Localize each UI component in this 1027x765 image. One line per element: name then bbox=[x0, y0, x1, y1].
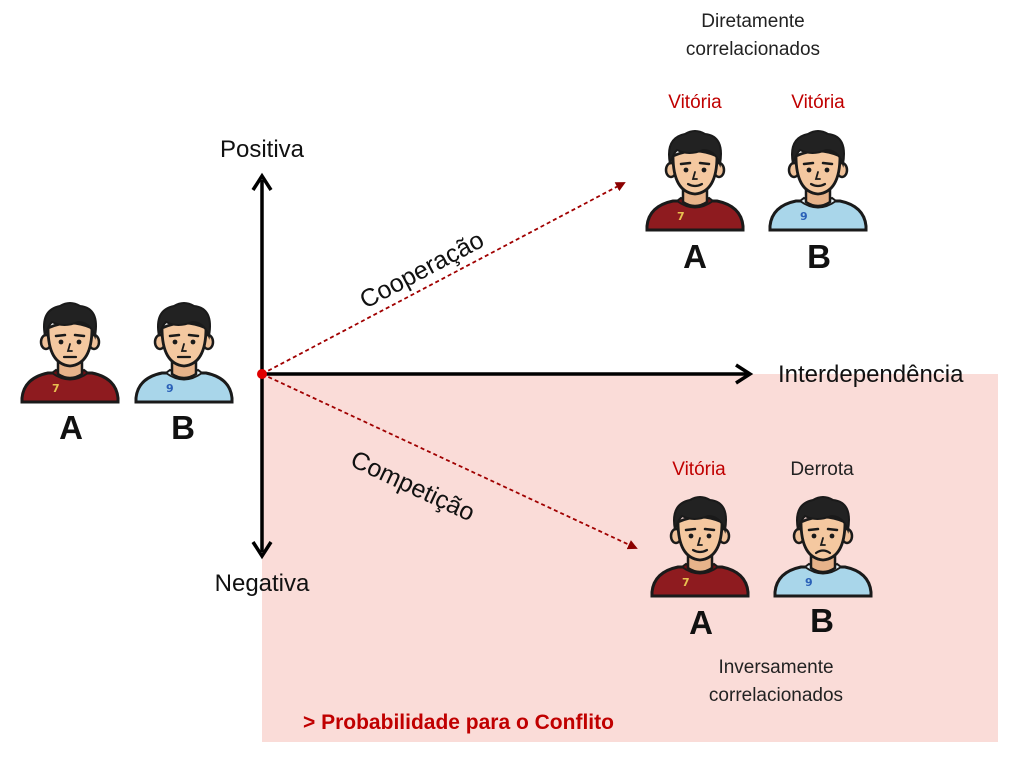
cooperation-b-victory: Vitória bbox=[791, 92, 845, 113]
cooperation-arrow bbox=[261, 182, 626, 375]
competition-arrow bbox=[261, 373, 638, 550]
player-b-avatar: 9 bbox=[132, 298, 236, 410]
player-b-figure-icon: 9 bbox=[773, 496, 873, 598]
player-a-avatar: 7 bbox=[18, 298, 122, 410]
cooperation-player-b-letter: B bbox=[807, 238, 831, 275]
cooperation-player-a-letter: A bbox=[683, 238, 707, 275]
negative-label: Negativa bbox=[214, 570, 310, 597]
positive-label: Positiva bbox=[219, 136, 305, 163]
competition-player-a-avatar: 7 bbox=[648, 492, 752, 604]
conflict-probability-note: > Probabilidade para o Conflito bbox=[303, 711, 614, 734]
cooperation-player-b-avatar: 9 bbox=[766, 126, 870, 238]
svg-text:9: 9 bbox=[800, 210, 808, 223]
competition-player-b-letter: B bbox=[810, 602, 834, 639]
player-b-figure-icon: 9 bbox=[768, 130, 868, 232]
player-a-figure-icon: 7 bbox=[650, 496, 750, 598]
competition-player-a-letter: A bbox=[689, 604, 713, 641]
vertical-axis-arrow-up bbox=[251, 172, 273, 191]
svg-text:9: 9 bbox=[805, 576, 813, 589]
svg-text:7: 7 bbox=[677, 210, 685, 223]
competition-b-defeat: Derrota bbox=[790, 459, 854, 480]
horizontal-axis-arrow bbox=[735, 363, 754, 385]
player-a-letter: A bbox=[59, 409, 83, 446]
player-b-letter: B bbox=[171, 409, 195, 446]
svg-text:9: 9 bbox=[166, 382, 174, 395]
competition-a-victory: Vitória bbox=[672, 459, 726, 480]
cooperation-player-a-avatar: 7 bbox=[643, 126, 747, 238]
inverse-correlation-label: Inversamente correlacionados bbox=[708, 657, 844, 706]
cooperation-a-victory: Vitória bbox=[668, 92, 722, 113]
conflict-zone bbox=[262, 374, 998, 742]
competition-player-b-avatar: 9 bbox=[771, 492, 875, 604]
svg-text:7: 7 bbox=[682, 576, 690, 589]
direct-correlation-label: Diretamente correlacionados bbox=[685, 11, 821, 60]
player-b-figure-icon: 9 bbox=[134, 302, 234, 404]
player-a-figure-icon: 7 bbox=[20, 302, 120, 404]
svg-text:7: 7 bbox=[52, 382, 60, 395]
interdependence-label: Interdependência bbox=[778, 361, 964, 388]
player-a-figure-icon: 7 bbox=[645, 130, 745, 232]
origin-point bbox=[257, 369, 267, 379]
vertical-axis-arrow-down bbox=[251, 541, 273, 560]
